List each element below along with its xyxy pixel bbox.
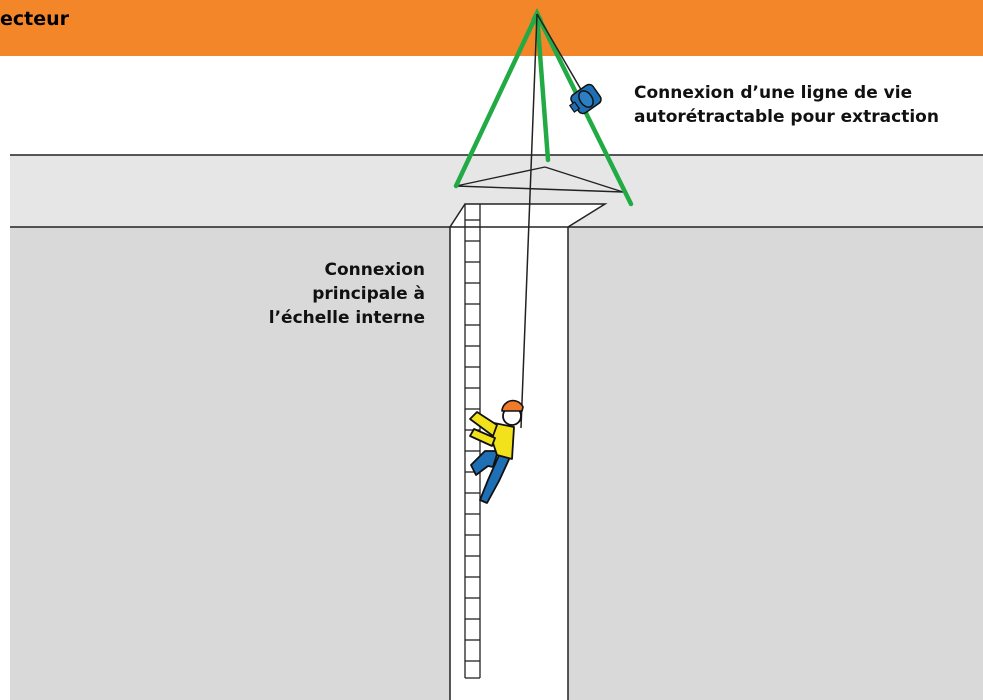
ground-right-section xyxy=(568,227,983,700)
ground-left-section xyxy=(10,227,450,700)
extraction-lifeline xyxy=(520,13,538,429)
ladder-label-line-1: Connexion xyxy=(324,260,425,280)
retractable-label-line-1: Connexion d’une ligne de vie xyxy=(634,83,913,103)
manhole-opening xyxy=(448,203,608,228)
ladder-label-line-3: l’échelle interne xyxy=(268,308,425,328)
retractable-lifeline-icon xyxy=(568,83,602,115)
tripod-base xyxy=(455,166,624,193)
shaft xyxy=(450,227,568,700)
header-bar: ecteur xyxy=(0,0,983,56)
retractable-label-line-2: autorétractable pour extraction xyxy=(634,107,939,127)
retractable-connection-label: Connexion d’une ligne de vie autorétract… xyxy=(634,81,939,129)
ladder-label-line-2: principale à xyxy=(312,284,425,304)
retractable-cable xyxy=(536,13,584,94)
climbing-worker-icon xyxy=(469,399,524,504)
ladder-connection-label: Connexion principale à l’échelle interne xyxy=(269,258,425,330)
header-title: ecteur xyxy=(0,8,70,30)
